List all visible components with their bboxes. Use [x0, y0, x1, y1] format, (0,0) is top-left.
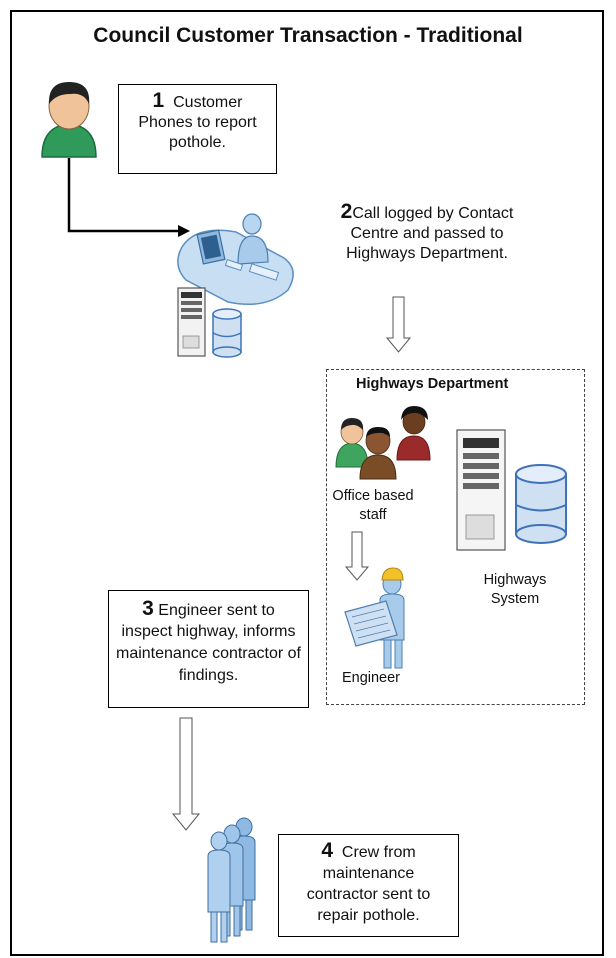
- step-3-number: 3: [142, 597, 154, 620]
- connector-arrowhead: [178, 225, 190, 237]
- step-2-text-first: Call logged by Contact: [352, 205, 514, 222]
- highways-department-region: [326, 369, 585, 705]
- highways-database-icon: [515, 464, 567, 544]
- step-3-text-rest: inspect highway, informs maintenance con…: [116, 623, 301, 684]
- down-arrow-office-to-engineer: [344, 531, 370, 581]
- office-staff-label: Office based staff: [326, 487, 420, 525]
- step-1-text-first: Customer: [173, 94, 243, 111]
- step-3-text-first: Engineer sent to: [158, 602, 275, 619]
- highways-system-label-line1: Highways: [483, 572, 547, 588]
- step-2-text-rest: Centre and passed to Highways Department…: [346, 225, 508, 262]
- engineer-label: Engineer: [341, 670, 401, 686]
- crew-icon: [207, 817, 256, 943]
- customer-icon: [41, 82, 97, 158]
- diagram-frame: [10, 10, 604, 956]
- step-2-number: 2: [340, 200, 353, 223]
- step-1-box: 1 Customer Phones to report pothole.: [118, 84, 277, 174]
- highways-department-title: Highways Department: [356, 376, 509, 392]
- contact-centre-server-icon: [177, 287, 206, 357]
- step-3-box: 3 Engineer sent to inspect highway, info…: [108, 590, 309, 708]
- office-staff-label-line2: staff: [359, 507, 387, 523]
- step-1-number: 1: [152, 89, 165, 112]
- down-arrow-engineer-to-crew: [171, 717, 201, 831]
- highways-server-icon: [456, 429, 506, 551]
- contact-centre-desk-icon: [177, 213, 294, 305]
- highways-system-label-line2: System: [490, 591, 540, 607]
- step-4-box: 4 Crew from maintenance contractor sent …: [278, 834, 459, 937]
- highways-system-label: Highways System: [472, 571, 558, 609]
- step-1-text-rest: Phones to report pothole.: [138, 114, 257, 151]
- step-4-text-rest: maintenance contractor sent to repair po…: [306, 865, 431, 924]
- contact-centre-database-icon: [212, 308, 242, 358]
- connector-customer-to-contact-centre: [67, 158, 178, 233]
- office-staff-icon: [335, 406, 431, 480]
- down-arrow-contact-to-highways: [385, 296, 412, 353]
- step-4-text-first: Crew from: [341, 844, 416, 861]
- diagram-title: Council Customer Transaction - Tradition…: [93, 24, 523, 47]
- step-2-text: 2Call logged by Contact Centre and passe…: [310, 200, 544, 282]
- office-staff-label-line1: Office based: [332, 488, 414, 504]
- step-4-number: 4: [321, 839, 333, 862]
- engineer-icon: [344, 567, 405, 669]
